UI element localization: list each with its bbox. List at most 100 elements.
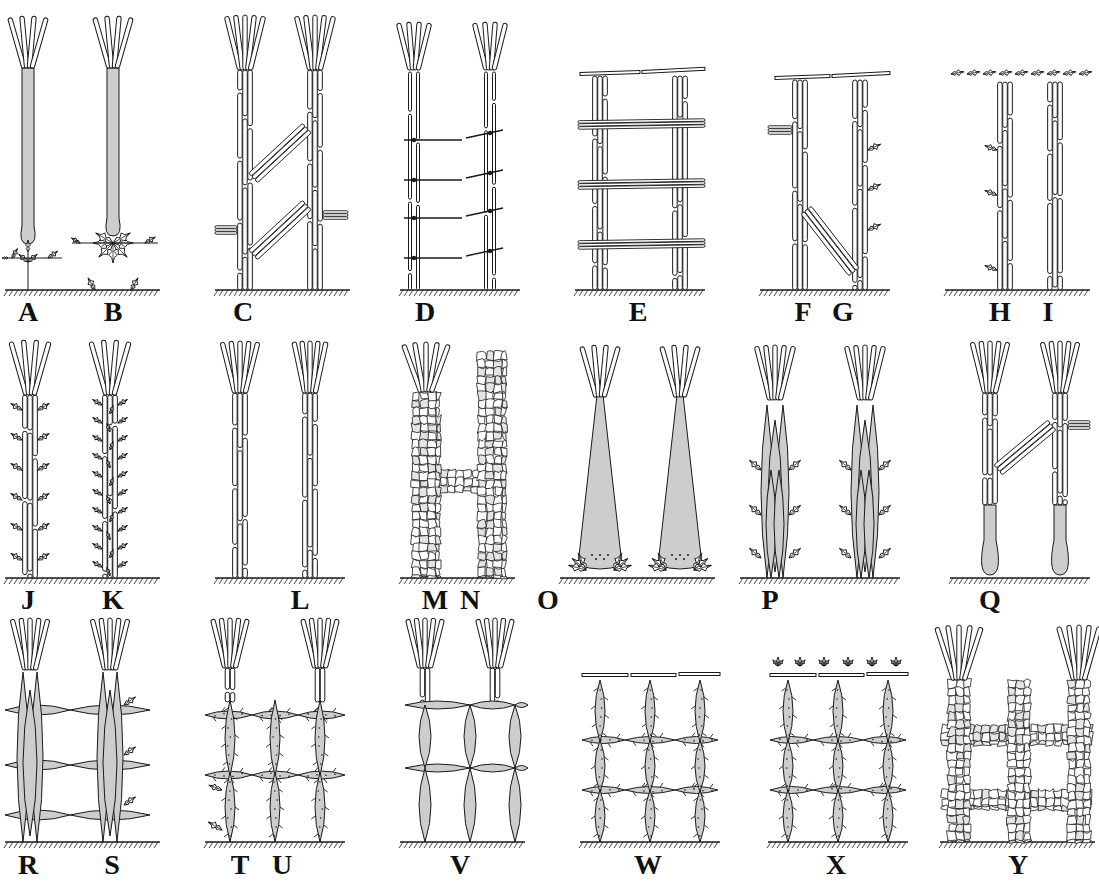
spike	[315, 767, 318, 771]
plate	[819, 674, 864, 677]
tube	[593, 266, 598, 290]
ground-hatch	[824, 290, 828, 296]
ground-hatch	[244, 290, 248, 296]
spindle	[774, 470, 784, 578]
cobble	[419, 455, 429, 464]
ground-hatch	[649, 290, 653, 296]
crown-branch	[248, 16, 266, 70]
ground-hatch	[767, 842, 771, 848]
spike	[805, 734, 808, 738]
spike	[314, 780, 318, 783]
ground-hatch	[619, 578, 623, 584]
ground-hatch	[979, 578, 983, 584]
pit	[214, 715, 216, 717]
ground-hatch	[589, 290, 593, 296]
leaf-midrib	[11, 554, 22, 561]
cobble	[428, 463, 436, 472]
tube	[238, 393, 243, 448]
ground-hatch	[89, 842, 93, 848]
cobble	[501, 351, 508, 360]
leaf-midrib	[113, 243, 114, 263]
tube	[858, 189, 863, 277]
ground-hatch	[264, 578, 268, 584]
crown	[220, 341, 260, 394]
leaf-midrib	[92, 400, 102, 406]
tube	[983, 478, 988, 505]
ground-hatch	[604, 842, 608, 848]
ground-hatch	[444, 842, 448, 848]
ground-hatch	[774, 290, 778, 296]
ground-hatch	[149, 578, 153, 584]
tube	[313, 393, 318, 421]
leaf	[867, 221, 882, 233]
strut-tube	[808, 206, 859, 270]
strut-tube	[323, 214, 348, 217]
pit	[831, 739, 833, 741]
pit	[317, 790, 319, 792]
pit	[872, 790, 874, 792]
crown	[472, 22, 507, 71]
spike	[266, 744, 270, 747]
pit	[288, 713, 290, 715]
ground-hatch	[867, 842, 871, 848]
leaf-blade	[37, 401, 51, 413]
tube	[23, 431, 28, 498]
ground-hatch	[1084, 290, 1088, 296]
ground-hatch	[984, 578, 988, 584]
pit	[319, 799, 321, 801]
ground-hatch	[109, 290, 113, 296]
spindle-body	[509, 705, 521, 768]
leaf-midrib	[789, 460, 800, 470]
leaf	[777, 659, 785, 667]
spike	[693, 784, 697, 787]
ground-hatch	[469, 290, 473, 296]
ground-hatch	[639, 842, 643, 848]
ground-hatch	[429, 842, 433, 848]
pit	[797, 740, 799, 742]
ground-hatch	[99, 578, 103, 584]
ground-hatch	[259, 842, 263, 848]
spike	[710, 734, 713, 738]
ground-hatch	[134, 290, 138, 296]
leaf-blade	[747, 458, 763, 473]
ground-hatch	[494, 578, 498, 584]
leaf	[91, 487, 103, 497]
ground-hatch	[614, 290, 618, 296]
pit	[241, 713, 243, 715]
tube	[248, 248, 253, 290]
ground-hatch	[644, 290, 648, 296]
leaf	[877, 503, 893, 518]
spindle-body	[675, 787, 718, 794]
ground-hatch	[119, 290, 123, 296]
pit	[650, 734, 652, 736]
spike	[779, 706, 783, 709]
spike	[660, 733, 663, 737]
leaf	[25, 240, 30, 252]
leaf-blade	[787, 503, 803, 518]
pit	[307, 775, 309, 777]
tube	[798, 132, 803, 202]
ground-hatch	[129, 290, 133, 296]
pit	[787, 826, 789, 828]
ground-hatch	[454, 290, 458, 296]
leaf-midrib	[124, 697, 135, 705]
ground-hatch	[814, 290, 818, 296]
strut	[578, 119, 705, 129]
tube	[303, 393, 308, 414]
leaf-blade	[117, 559, 129, 569]
tube	[103, 457, 108, 519]
plate	[832, 71, 890, 77]
leaf	[91, 415, 103, 425]
tube	[243, 393, 248, 435]
tube	[673, 278, 678, 290]
ground-hatch	[704, 842, 708, 848]
ground-hatch	[629, 290, 633, 296]
pit	[319, 826, 321, 828]
pit	[651, 776, 653, 778]
ground-hatch	[594, 578, 598, 584]
spindle-body	[419, 705, 431, 768]
cobble	[494, 393, 504, 399]
tube	[803, 152, 808, 242]
pit	[320, 763, 322, 765]
pit	[603, 558, 605, 560]
